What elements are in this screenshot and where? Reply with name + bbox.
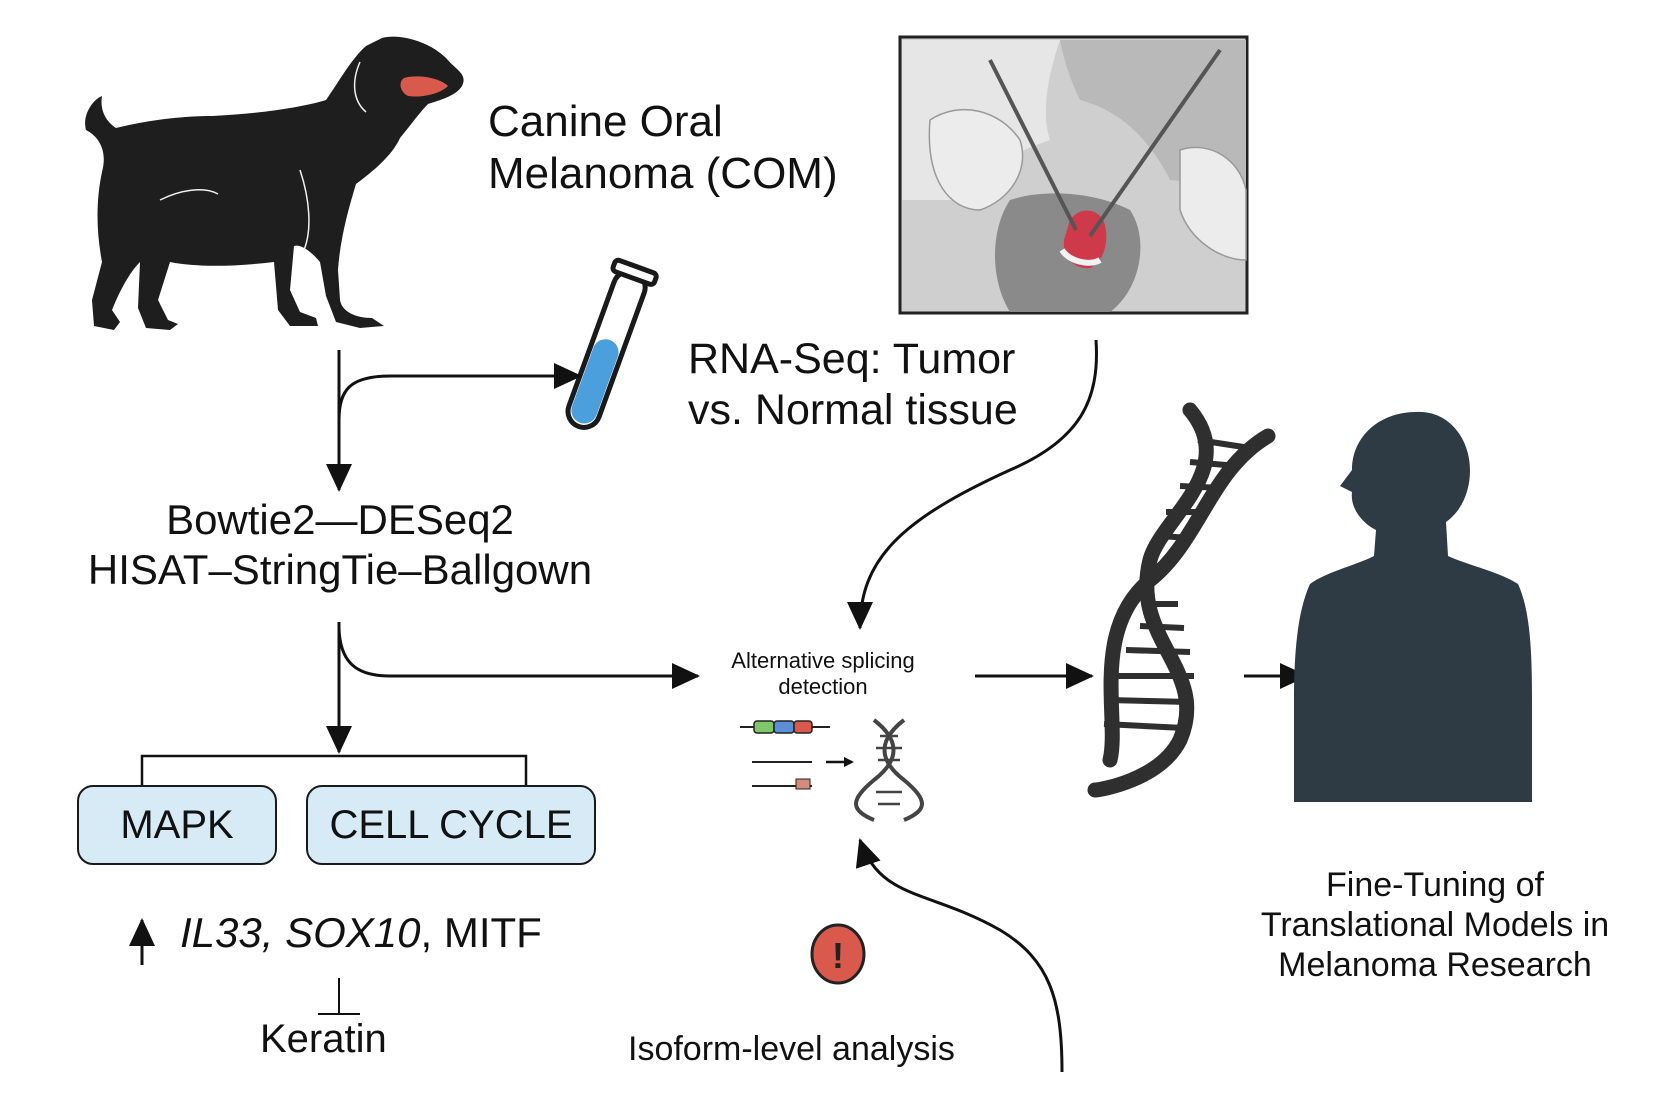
rnaseq-line1: RNA-Seq: Tumor	[688, 335, 1016, 383]
cell-cycle-box: CELL CYCLE	[306, 785, 596, 865]
splicing-line1: Alternative splicing	[731, 648, 915, 673]
human-silhouette-icon	[1294, 411, 1532, 802]
arrow-isoform-to-splicing	[855, 838, 1064, 1073]
arrow-photo-to-splicing	[847, 339, 1098, 630]
splicing-line2: detection	[778, 673, 868, 699]
gene-sox10: SOX10	[285, 909, 421, 956]
pathway-bracket	[140, 754, 528, 785]
dog-silhouette	[85, 36, 464, 330]
isoform-label: Isoform-level analysis	[628, 1030, 955, 1068]
test-tube-icon	[565, 257, 659, 430]
finetune-label: Fine-Tuning of Translational Models in M…	[1230, 865, 1640, 985]
isoform-icon	[740, 718, 924, 822]
pipeline-label: Bowtie2—DESeq2 HISAT–StringTie–Ballgown	[0, 495, 680, 594]
arrow-to-splicing	[337, 627, 700, 689]
dna-helix-icon	[1087, 402, 1276, 798]
com-title-line2: Melanoma (COM)	[488, 148, 838, 198]
com-title-line1: Canine Oral	[488, 97, 723, 146]
pipeline-line2: HISAT–StringTie–Ballgown	[87, 545, 593, 593]
finetune-line2: Translational Models in	[1260, 906, 1610, 945]
splicing-label: Alternative splicing detection	[708, 648, 938, 700]
gene-il33: IL33,	[180, 909, 274, 956]
arrows	[129, 339, 1308, 1073]
pipeline-line1: Bowtie2—DESeq2	[166, 496, 514, 543]
alert-icon: !	[810, 923, 866, 985]
finetune-line3: Melanoma Research	[1278, 946, 1592, 985]
rnaseq-label: RNA-Seq: Tumor vs. Normal tissue	[688, 334, 1018, 435]
arrow-to-tube	[337, 363, 582, 421]
mapk-box: MAPK	[77, 785, 277, 865]
rnaseq-line2: vs. Normal tissue	[688, 385, 1018, 434]
surgery-photo	[898, 35, 1249, 315]
finetune-line1: Fine-Tuning of	[1326, 866, 1544, 904]
alert-symbol: !	[832, 935, 844, 976]
keratin-label: Keratin	[260, 1017, 387, 1061]
gene-mitf: , MITF	[420, 909, 542, 956]
com-title: Canine Oral Melanoma (COM)	[488, 96, 838, 200]
gene-list: IL33, SOX10, MITF	[180, 908, 542, 958]
